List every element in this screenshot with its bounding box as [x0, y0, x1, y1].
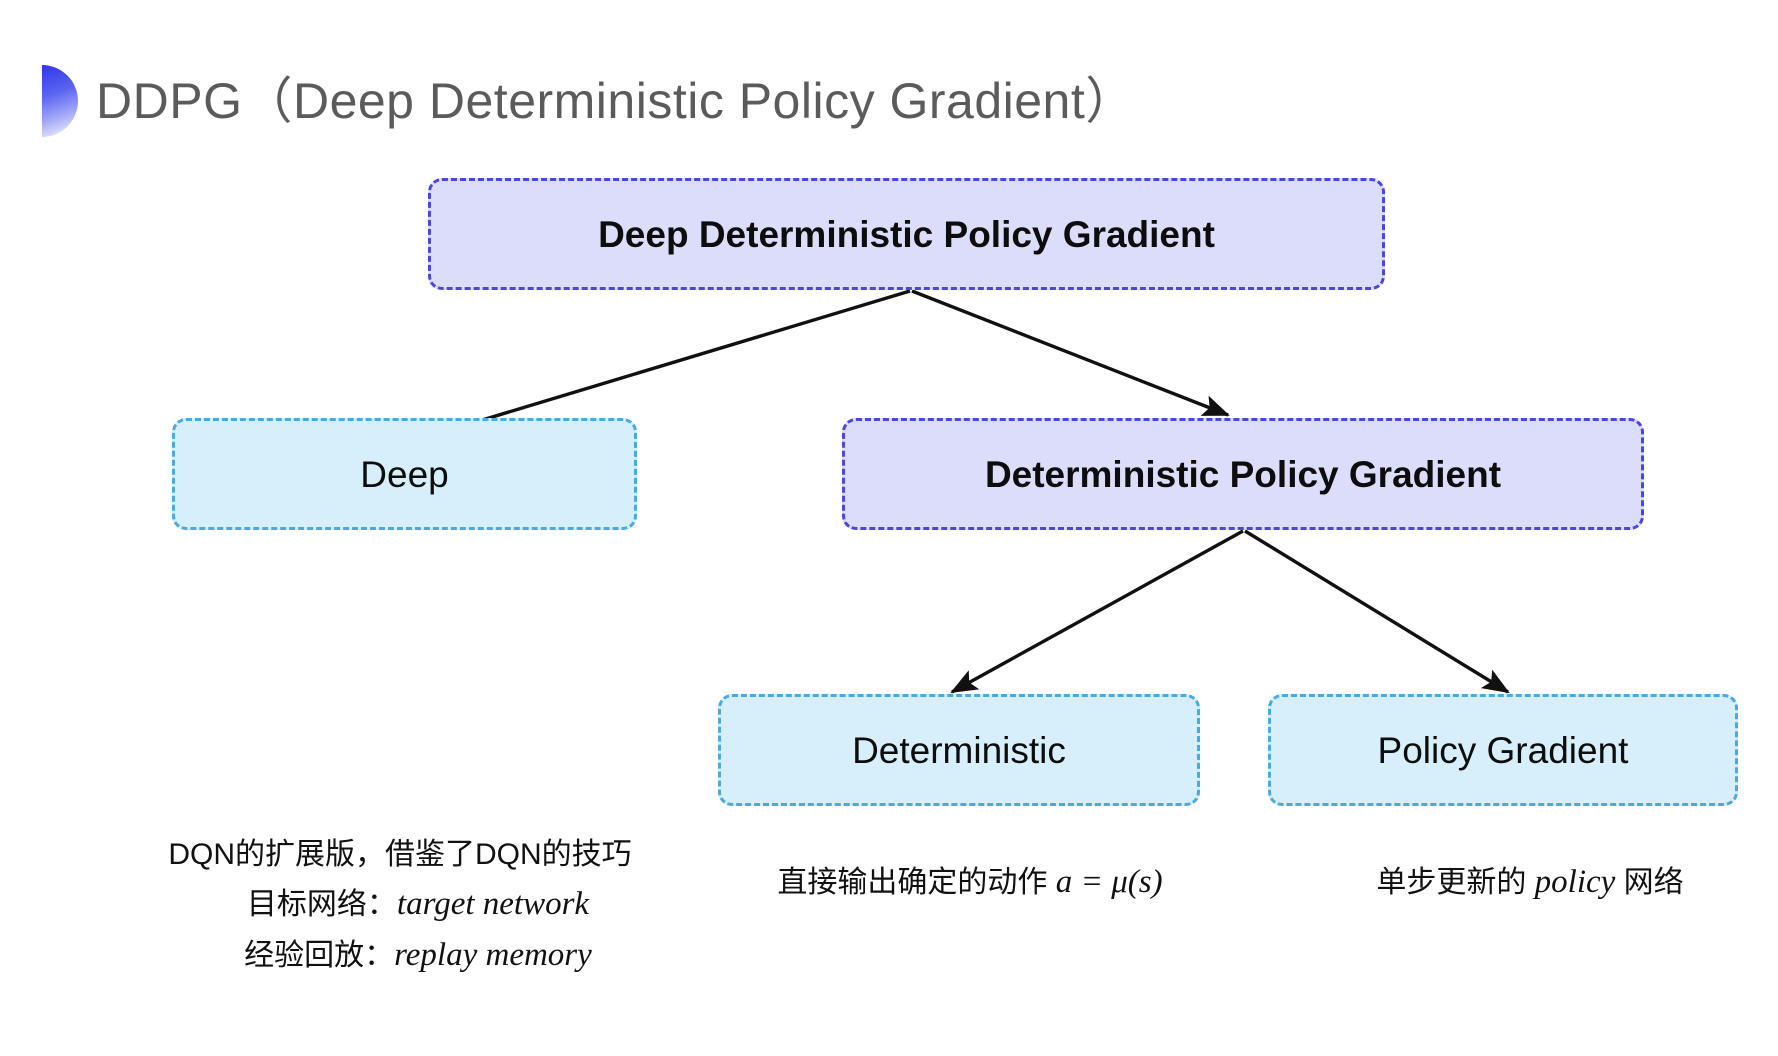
formula-rhs: μ(s)	[1111, 864, 1163, 900]
node-root-label: Deep Deterministic Policy Gradient	[598, 213, 1215, 255]
node-dpg-label: Deterministic Policy Gradient	[984, 453, 1502, 495]
caption-deep-line1: DQN的扩展版，借鉴了DQN的技巧	[168, 838, 632, 871]
caption-policy-gradient-line1: 单步更新的	[1376, 866, 1527, 899]
edge-dpg-to-deterministic	[950, 529, 1244, 694]
slide-title-row: DDPG（Deep Deterministic Policy Gradient）	[0, 58, 1400, 148]
caption-deep-line3-term: replay memory	[394, 936, 592, 973]
edge-dpg-to-policy-gradient	[1244, 529, 1510, 694]
caption-deep-line2-label: 目标网络：	[246, 887, 397, 921]
node-policy-gradient-label: Policy Gradient	[1377, 729, 1629, 771]
caption-deep-line2: 目标网络：target network	[90, 879, 710, 930]
node-deterministic-label: Deterministic	[852, 729, 1066, 771]
caption-policy-gradient-term: policy	[1534, 864, 1616, 900]
node-deep[interactable]: Deep	[172, 418, 637, 530]
node-root[interactable]: Deep Deterministic Policy Gradient	[428, 178, 1385, 290]
caption-policy-gradient-line2: policy 网络	[1534, 864, 1684, 900]
caption-policy-gradient: 单步更新的 policy 网络	[1330, 857, 1730, 908]
caption-deep-line3: 经验回放：replay memory	[90, 930, 710, 981]
edge-root-to-dpg	[911, 289, 1230, 417]
formula-equals: =	[1080, 864, 1103, 900]
caption-deterministic-formula: a = μ(s)	[1055, 864, 1163, 900]
node-policy-gradient[interactable]: Policy Gradient	[1268, 694, 1738, 806]
node-deterministic[interactable]: Deterministic	[718, 694, 1200, 806]
caption-deep-line2-term: target network	[396, 885, 590, 922]
node-deterministic-policy-gradient[interactable]: Deterministic Policy Gradient	[842, 418, 1644, 530]
caption-deterministic: 直接输出确定的动作 a = μ(s)	[760, 857, 1180, 908]
node-deep-label: Deep	[360, 453, 449, 495]
formula-lhs: a	[1055, 864, 1073, 900]
caption-policy-gradient-suffix: 网络	[1623, 866, 1684, 899]
caption-deep: DQN的扩展版，借鉴了DQN的技巧 目标网络：target network 经验…	[90, 832, 710, 981]
caption-deep-line3-label: 经验回放：	[244, 938, 395, 972]
caption-deterministic-line1: 直接输出确定的动作	[777, 866, 1048, 899]
page-title: DDPG（Deep Deterministic Policy Gradient）	[96, 73, 1136, 129]
title-bullet-icon	[42, 65, 78, 137]
